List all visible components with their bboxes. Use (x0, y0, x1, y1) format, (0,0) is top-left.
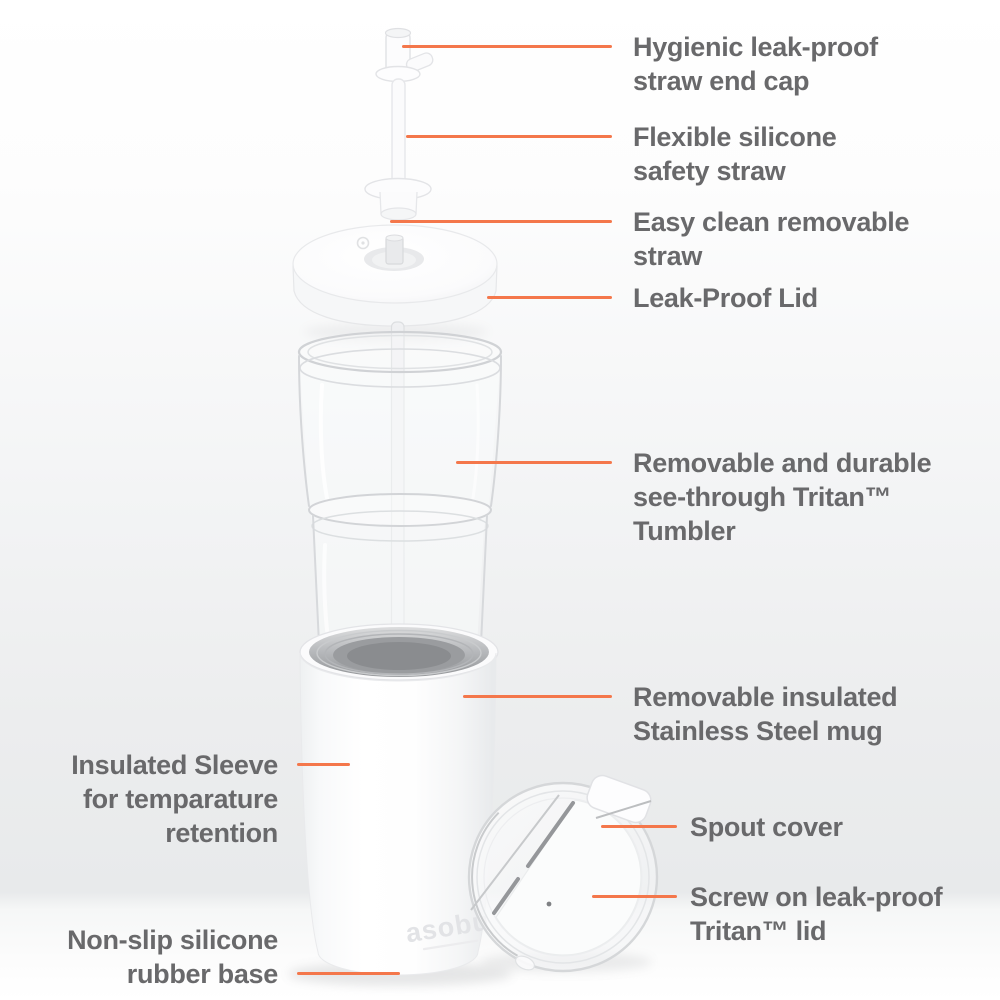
straw-end-cap (375, 27, 434, 83)
callout-spout-cover: Spout cover (690, 810, 843, 844)
lid-slider-rails (470, 794, 575, 915)
callout-text: Stainless Steel mug (633, 716, 883, 746)
tritan-screw-lid (467, 774, 659, 973)
leader-spout-cover (601, 825, 677, 828)
callout-text: see-through Tritan™ (633, 482, 892, 512)
leader-screw-lid (592, 895, 677, 898)
leader-insulated-sleeve (297, 763, 350, 766)
stainless-steel-mug (299, 623, 499, 681)
callout-text: Removable insulated (633, 682, 898, 712)
leader-leak-proof-lid (487, 296, 612, 299)
leader-safety-straw (406, 135, 612, 138)
callout-text: Non-slip silicone (67, 925, 278, 955)
spout-cover (495, 774, 652, 956)
callout-text: Removable and durable (633, 448, 932, 478)
callout-removable-straw: Easy clean removable straw (633, 205, 909, 273)
callout-text: Leak-Proof Lid (633, 283, 818, 313)
callout-text: Tumbler (633, 516, 736, 546)
leader-rubber-base (297, 972, 400, 975)
callout-text: Easy clean removable (633, 207, 910, 237)
callout-tritan-tumbler: Removable and durable see-through Tritan… (633, 446, 932, 548)
leader-removable-straw (390, 220, 612, 223)
callout-text: straw end cap (633, 66, 810, 96)
callout-text: Spout cover (690, 812, 843, 842)
leader-tritan-tumbler (456, 461, 612, 464)
tritan-tumbler (297, 330, 503, 646)
callout-text: Flexible silicone (633, 122, 837, 152)
insulated-sleeve-body: asobu (299, 652, 497, 976)
leader-straw-end-cap (402, 45, 612, 48)
callout-leak-proof-lid: Leak-Proof Lid (633, 281, 818, 315)
leak-proof-lid (292, 224, 498, 327)
callout-text: for temparature (82, 784, 278, 814)
callout-steel-mug: Removable insulated Stainless Steel mug (633, 680, 898, 748)
callout-text: Insulated Sleeve (71, 750, 278, 780)
callout-screw-lid: Screw on leak-proof Tritan™ lid (690, 880, 943, 948)
callout-text: Hygienic leak-proof (633, 32, 878, 62)
callout-text: safety straw (633, 156, 786, 186)
callout-safety-straw: Flexible silicone safety straw (633, 120, 837, 188)
silicone-straw (391, 78, 406, 188)
callout-rubber-base: Non-slip silicone rubber base (0, 923, 278, 991)
callout-text: straw (633, 241, 703, 271)
callout-straw-end-cap: Hygienic leak-proof straw end cap (633, 30, 878, 98)
callout-text: rubber base (126, 959, 279, 989)
leader-steel-mug (463, 695, 612, 698)
straw-flange (364, 177, 432, 221)
lid-embossed-icon (356, 236, 370, 250)
callout-insulated-sleeve: Insulated Sleeve for temparature retenti… (0, 748, 278, 850)
callout-text: Screw on leak-proof (690, 882, 943, 912)
callout-text: retention (165, 818, 278, 848)
callout-text: Tritan™ lid (690, 916, 827, 946)
